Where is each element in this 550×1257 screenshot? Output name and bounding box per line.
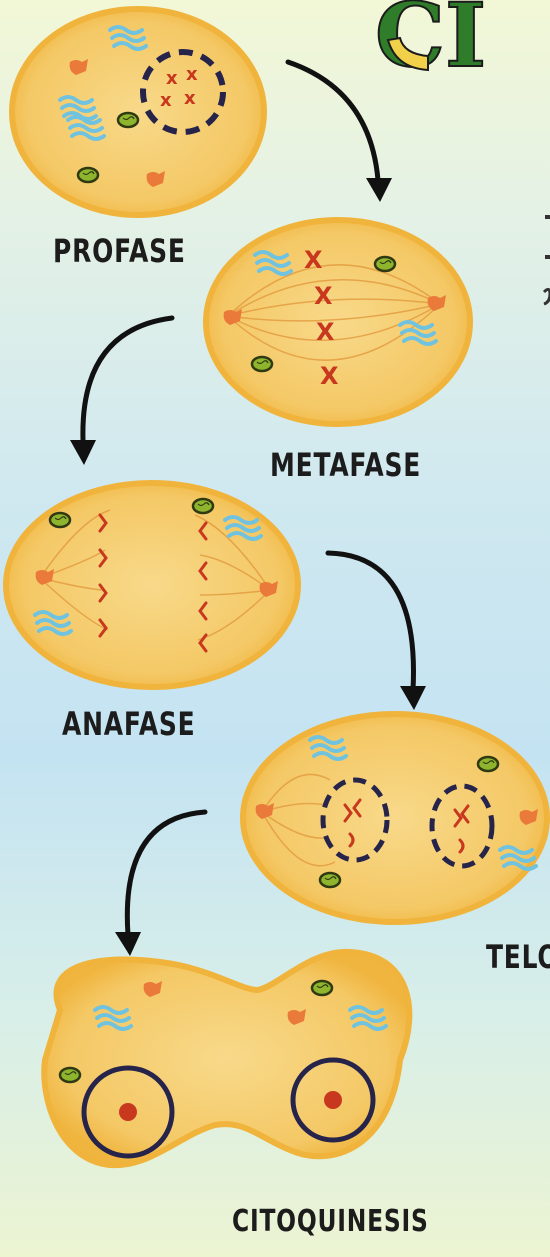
cell-anafase bbox=[6, 483, 298, 687]
mitochondria-icon bbox=[60, 1068, 80, 1082]
mitochondria-icon bbox=[375, 257, 395, 271]
mitochondria-icon bbox=[320, 873, 340, 887]
svg-text:X: X bbox=[304, 246, 323, 274]
label-profase: PROFASE bbox=[53, 232, 186, 270]
svg-text:x: x bbox=[166, 68, 178, 89]
label-anafase: ANAFASE bbox=[62, 705, 196, 743]
arrowhead-icon bbox=[115, 932, 141, 956]
mitochondria-icon bbox=[50, 513, 70, 527]
mitochondria-icon bbox=[193, 499, 213, 513]
mitochondria-icon bbox=[312, 981, 332, 995]
label-metafase: METAFASE bbox=[270, 446, 421, 484]
cropped-text-fragments bbox=[544, 215, 550, 304]
nucleolus bbox=[324, 1091, 342, 1109]
arrowhead-icon bbox=[70, 440, 96, 465]
svg-text:X: X bbox=[316, 318, 335, 346]
label-telofase: TELO bbox=[486, 938, 550, 976]
mitochondria-icon bbox=[252, 357, 272, 371]
arrow-icon bbox=[288, 62, 378, 180]
mitochondria-icon bbox=[78, 168, 98, 182]
svg-text:x: x bbox=[160, 90, 172, 111]
svg-text:x: x bbox=[184, 88, 196, 109]
label-citoquinesis: CITOQUINESIS bbox=[232, 1204, 429, 1239]
cell-metafase: XX XX bbox=[206, 220, 470, 424]
arrow-icon bbox=[127, 812, 205, 935]
cell-telofase bbox=[243, 714, 547, 922]
mitochondria-icon bbox=[478, 757, 498, 771]
arrow-icon bbox=[83, 318, 172, 440]
title-fragment: CI bbox=[375, 0, 486, 87]
mitochondria-icon bbox=[118, 113, 138, 127]
nucleolus bbox=[119, 1103, 137, 1121]
svg-text:X: X bbox=[320, 362, 339, 390]
arrowhead-icon bbox=[366, 178, 392, 202]
svg-text:x: x bbox=[186, 64, 198, 85]
arrowhead-icon bbox=[400, 686, 426, 710]
arrow-icon bbox=[328, 553, 413, 690]
cell-citoquinesis bbox=[44, 952, 409, 1165]
svg-text:X: X bbox=[314, 282, 333, 310]
